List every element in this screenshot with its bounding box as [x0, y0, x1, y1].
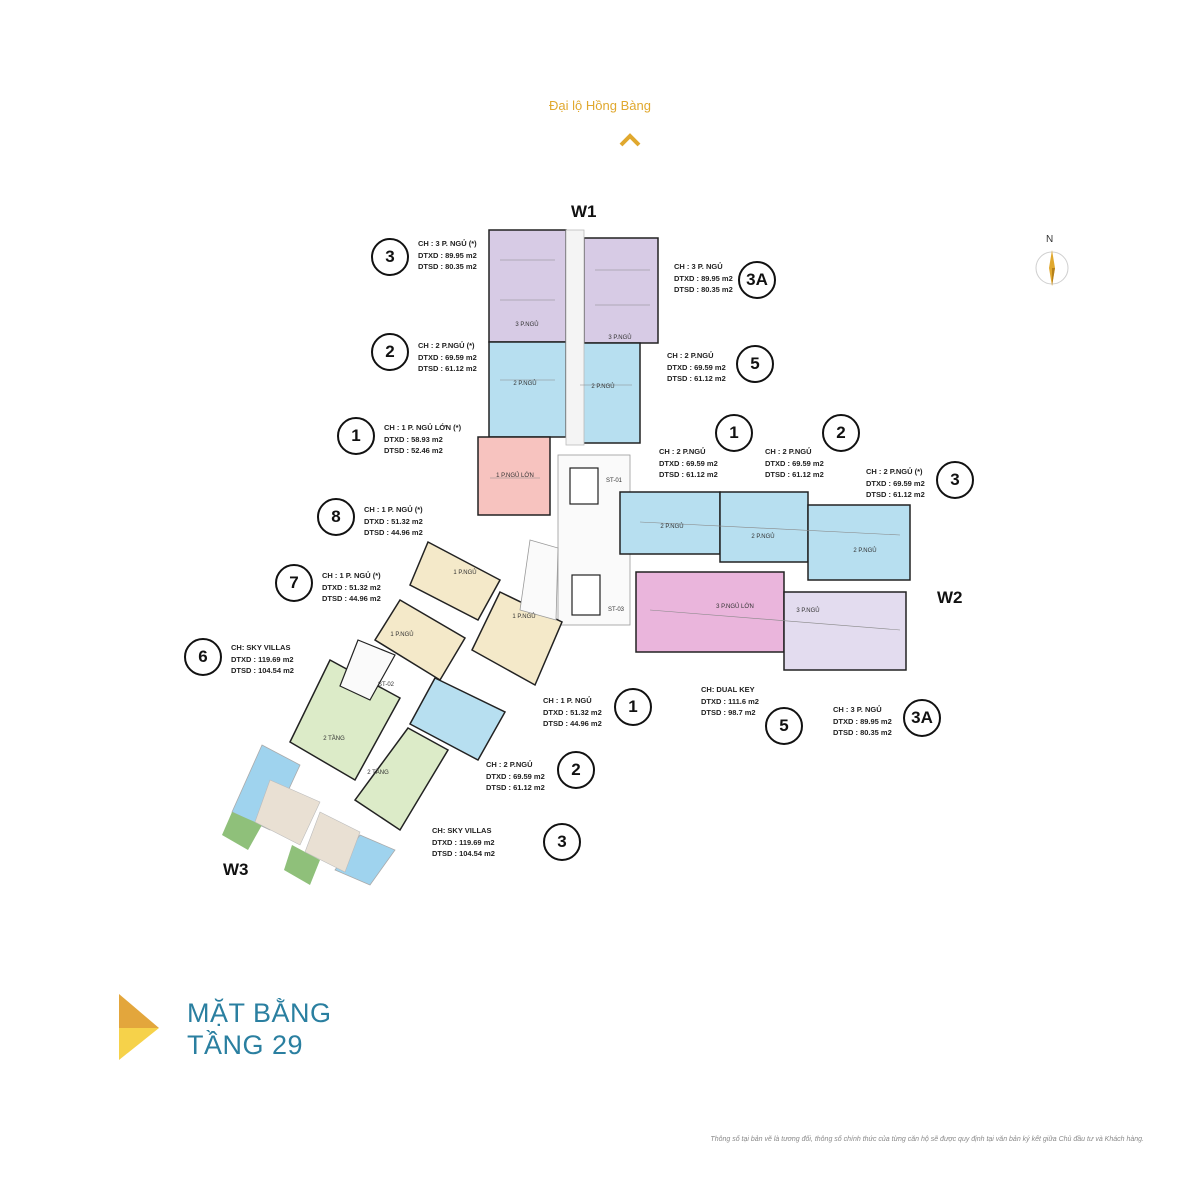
terrace-a — [254, 779, 321, 846]
unit-badge[interactable]: 2 — [371, 333, 409, 371]
unit-badge[interactable]: 5 — [765, 707, 803, 745]
unit-badge[interactable]: 3A — [903, 699, 941, 737]
unit-w2-2pn-b[interactable] — [719, 491, 809, 563]
unit-badge[interactable]: 3 — [543, 823, 581, 861]
plan-label: ST-03 — [608, 607, 625, 613]
plan-label: 1 P.NGỦ — [453, 569, 476, 576]
unit-badge[interactable]: 5 — [736, 345, 774, 383]
corridor-w1 — [565, 229, 585, 446]
wing-label-w3: W3 — [223, 860, 249, 879]
wing-label-w1: W1 — [571, 202, 597, 221]
plan-label: 2 P.NGỦ — [660, 523, 683, 530]
page-title-line2: TẦNG 29 — [187, 1030, 304, 1060]
unit-badge[interactable]: 8 — [317, 498, 355, 536]
unit-w3-2pn[interactable] — [408, 677, 507, 762]
title-triangle-icon — [119, 994, 159, 1060]
plan-label: ST-01 — [606, 478, 623, 484]
unit-badge[interactable]: 3A — [738, 261, 776, 299]
unit-badge[interactable]: 2 — [822, 414, 860, 452]
core-plan: ST-01 ST-03 — [557, 454, 631, 626]
plan-label: 1 P.NGỦ — [512, 613, 535, 620]
unit-badge[interactable]: 1 — [337, 417, 375, 455]
plan-label: ST-02 — [378, 682, 395, 688]
corridor-w3 — [519, 539, 559, 621]
wing-w1-plan: 3 P.NGỦ 3 P.NGỦ 2 P.NGỦ 2 P.NGỦ 1 P.NGỦ … — [477, 229, 659, 516]
disclaimer-text: Thông số tại bản vẽ là tương đối, thông … — [710, 1136, 1144, 1143]
unit-w3-1pn-mid[interactable] — [373, 598, 467, 682]
unit-badge[interactable]: 1 — [614, 688, 652, 726]
plan-label: 2 P.NGỦ — [853, 547, 876, 554]
plan-label: 2 TẦNG — [367, 769, 389, 776]
unit-badge[interactable]: 1 — [715, 414, 753, 452]
plan-label: 3 P.NGỦ — [608, 334, 631, 341]
page-title-line1: MẶT BẰNG — [187, 998, 332, 1028]
street-label: Đại lộ Hồng Bàng — [549, 98, 651, 113]
unit-badge[interactable]: 3 — [371, 238, 409, 276]
wing-w3-plan: 1 P.NGỦ 1 P.NGỦ 1 P.NGỦ 2 TẦNG 2 TẦNG ST… — [222, 539, 563, 886]
unit-w2-2pn-c[interactable] — [807, 504, 911, 581]
unit-w3-villa-b[interactable] — [353, 727, 450, 832]
plan-label: 3 P.NGỦ LỚN — [716, 603, 754, 610]
garden-a — [222, 812, 262, 850]
plan-label: 1 P.NGỦ LỚN — [496, 472, 534, 479]
unit-w1-3pn-b[interactable] — [583, 237, 659, 344]
plan-label: 2 TẦNG — [323, 735, 345, 742]
plan-label: 2 P.NGỦ — [751, 533, 774, 540]
terrace-b — [304, 811, 361, 873]
wing-w2-plan: 2 P.NGỦ 2 P.NGỦ 2 P.NGỦ 3 P.NGỦ LỚN 3 P.… — [619, 491, 911, 671]
plan-label: 3 P.NGỦ — [515, 321, 538, 328]
unit-w1-3pn-a[interactable] — [488, 229, 567, 343]
unit-w2-3pn[interactable] — [783, 591, 907, 671]
wing-label-w2: W2 — [937, 588, 963, 607]
garden-b — [284, 845, 320, 885]
plan-label: 2 P.NGỦ — [591, 383, 614, 390]
unit-w2-dual-key[interactable] — [635, 571, 785, 653]
compass-icon — [1035, 250, 1069, 286]
compass-label: N — [1046, 234, 1054, 245]
unit-badge[interactable]: 2 — [557, 751, 595, 789]
plan-label: 2 P.NGỦ — [513, 380, 536, 387]
unit-w1-1pn[interactable] — [477, 436, 551, 516]
plan-label: 1 P.NGỦ — [390, 631, 413, 638]
unit-w3-1pn-top[interactable] — [409, 540, 502, 622]
north-arrow-icon — [619, 133, 641, 147]
unit-badge[interactable]: 7 — [275, 564, 313, 602]
core-st02 — [339, 639, 396, 701]
plan-label: 3 P.NGỦ — [796, 607, 819, 614]
unit-w2-2pn-a[interactable] — [619, 491, 721, 555]
unit-w1-2pn-a[interactable] — [488, 341, 567, 438]
unit-badge[interactable]: 3 — [936, 461, 974, 499]
unit-badge[interactable]: 6 — [184, 638, 222, 676]
